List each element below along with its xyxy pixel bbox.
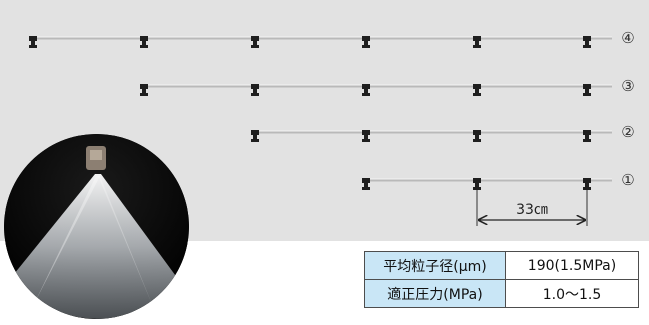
row-label: ② bbox=[621, 123, 634, 141]
particle-size-label: 平均粒子径(μm) bbox=[364, 251, 506, 280]
pressure-value: 1.0〜1.5 bbox=[505, 279, 639, 308]
nozzle-icon bbox=[29, 36, 37, 48]
row-label: ④ bbox=[621, 29, 634, 47]
nozzle-icon bbox=[251, 84, 259, 96]
nozzle-icon bbox=[473, 84, 481, 96]
nozzle-icon bbox=[140, 84, 148, 96]
nozzle-icon bbox=[473, 36, 481, 48]
pressure-label: 適正圧力(MPa) bbox=[364, 279, 506, 308]
nozzle-icon bbox=[251, 36, 259, 48]
boom-row: ③ bbox=[140, 77, 635, 96]
boom-row: ④ bbox=[29, 29, 635, 48]
spacing-label: 33㎝ bbox=[516, 202, 548, 218]
spray-cone-photo bbox=[4, 134, 189, 319]
spec-table: 平均粒子径(μm) 190(1.5MPa) 適正圧力(MPa) 1.0〜1.5 bbox=[364, 251, 639, 308]
nozzle-boom-diagram: ④ ③ ② ① 33㎝ bbox=[29, 29, 635, 226]
boom-row: ① bbox=[362, 171, 635, 190]
row-label: ③ bbox=[621, 77, 634, 95]
nozzle-icon bbox=[140, 36, 148, 48]
boom-row: ② bbox=[251, 123, 635, 142]
nozzle-icon bbox=[362, 130, 370, 142]
particle-size-value: 190(1.5MPa) bbox=[505, 251, 639, 280]
nozzle-icon bbox=[473, 130, 481, 142]
nozzle-icon bbox=[362, 36, 370, 48]
row-label: ① bbox=[621, 171, 634, 189]
nozzle-icon bbox=[473, 178, 481, 190]
nozzle-icon bbox=[583, 84, 591, 96]
nozzle-icon bbox=[362, 84, 370, 96]
spec-row: 適正圧力(MPa) 1.0〜1.5 bbox=[364, 279, 639, 308]
nozzle-icon bbox=[583, 178, 591, 190]
spacing-dimension: 33㎝ bbox=[476, 190, 588, 226]
nozzle-icon bbox=[362, 178, 370, 190]
spec-row: 平均粒子径(μm) 190(1.5MPa) bbox=[364, 251, 639, 280]
nozzle-icon bbox=[583, 36, 591, 48]
nozzle-icon bbox=[251, 130, 259, 142]
nozzle-icon bbox=[583, 130, 591, 142]
